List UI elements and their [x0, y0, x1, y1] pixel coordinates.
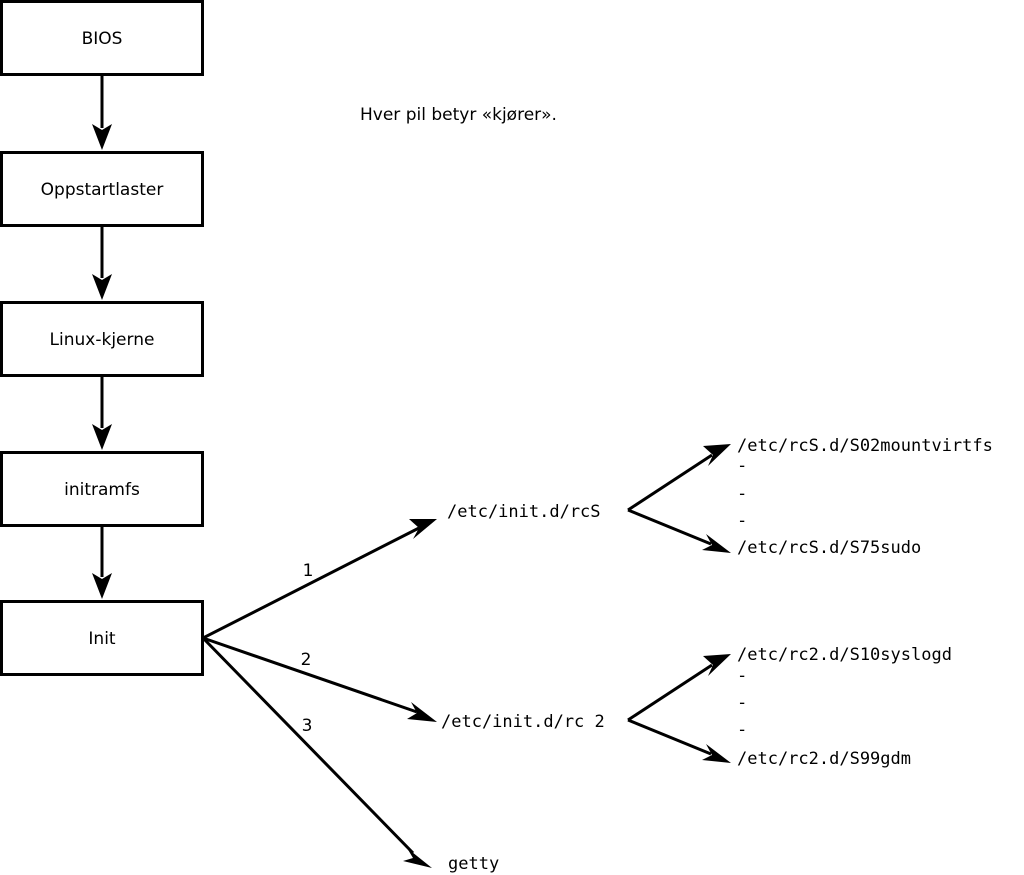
node-kernel-rect: [0, 301, 204, 377]
rcs-script-first: /etc/rcS.d/S02mountvirtfs: [737, 436, 993, 456]
rcs-ellipsis-dash-3: -: [737, 511, 747, 531]
diagram-caption: Hver pil betyr «kjører».: [360, 105, 557, 125]
init-branch-1-number: 1: [303, 561, 314, 581]
init-branch-1-target: /etc/init.d/rcS: [447, 502, 601, 522]
arrow-bootloader-to-kernel: [92, 226, 112, 300]
rcs-arrow-first: [627, 444, 731, 512]
init-branch-3-number: 3: [302, 716, 313, 736]
boot-chain-arrows: [92, 75, 112, 599]
arrow-bios-to-bootloader: [92, 75, 112, 150]
node-init[interactable]: Init: [0, 600, 204, 676]
node-bios[interactable]: BIOS: [0, 0, 204, 76]
node-init-label: Init: [88, 629, 116, 649]
init-fanout: 1 /etc/init.d/rcS 2 /etc/init.d/rc 2 3 g…: [201, 502, 605, 874]
rcs-script-fanout: /etc/rcS.d/S02mountvirtfs - - - /etc/rcS…: [627, 436, 993, 558]
node-bootloader-rect: [0, 151, 204, 227]
init-branch-2[interactable]: 2 /etc/init.d/rc 2: [202, 636, 605, 732]
rcs-ellipsis-dash-2: -: [737, 484, 747, 504]
rcs-ellipsis-dash-1: -: [737, 456, 747, 476]
init-branch-2-number: 2: [301, 650, 312, 670]
node-kernel-label: Linux-kjerne: [50, 330, 155, 350]
rc2-script-last: /etc/rc2.d/S99gdm: [737, 749, 911, 769]
rc2-ellipsis-dash-3: -: [737, 720, 747, 740]
rcs-script-last: /etc/rcS.d/S75sudo: [737, 538, 921, 558]
rc2-script-first: /etc/rc2.d/S10syslogd: [737, 645, 952, 665]
rc2-ellipsis-dash-1: -: [737, 666, 747, 686]
arrow-kernel-to-initramfs: [92, 376, 112, 450]
node-initramfs-rect: [0, 451, 204, 527]
init-branch-3[interactable]: 3 getty: [201, 636, 499, 874]
boot-chain-column: BIOS Oppstartlaster Linux-kjerne initram…: [0, 0, 204, 676]
init-branch-1[interactable]: 1 /etc/init.d/rcS: [202, 502, 601, 640]
init-branch-2-target: /etc/init.d/rc 2: [441, 712, 605, 732]
rc2-script-fanout: /etc/rc2.d/S10syslogd - - - /etc/rc2.d/S…: [627, 645, 952, 769]
rc2-arrow-last: [627, 718, 731, 763]
node-init-rect: [0, 600, 204, 676]
node-kernel[interactable]: Linux-kjerne: [0, 301, 204, 377]
rc2-ellipsis-dash-2: -: [737, 693, 747, 713]
rc2-arrow-first: [627, 654, 731, 722]
arrow-initramfs-to-init: [92, 526, 112, 599]
node-bios-rect: [0, 0, 204, 76]
node-bootloader[interactable]: Oppstartlaster: [0, 151, 204, 227]
node-initramfs[interactable]: initramfs: [0, 451, 204, 527]
rcs-arrow-last: [627, 508, 731, 553]
node-bootloader-label: Oppstartlaster: [41, 180, 164, 200]
node-bios-label: BIOS: [82, 29, 123, 49]
init-branch-3-target: getty: [448, 854, 499, 874]
node-initramfs-label: initramfs: [64, 480, 140, 500]
